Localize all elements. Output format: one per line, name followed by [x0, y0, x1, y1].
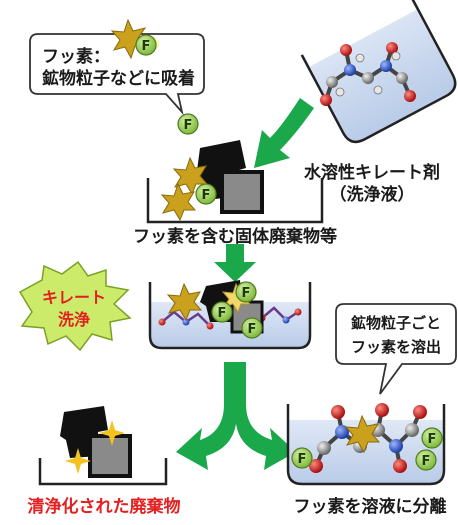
fluorine-marker-letter: F: [422, 454, 431, 469]
fluorine-marker-letter: F: [428, 432, 437, 447]
burst-label-line2: 洗浄: [58, 310, 90, 329]
waste-tray: [146, 178, 324, 224]
callout-adsorb-line2: 鉱物粒子などに吸着: [42, 68, 195, 89]
gold-star-icon: [166, 282, 203, 322]
fluorine-marker-icon: [291, 447, 313, 469]
chelating-agent-label: 水溶性キレート剤: [304, 162, 440, 183]
down-arrow: [214, 244, 256, 282]
solid-waste-label: フッ素を含む固体廃棄物等: [133, 226, 337, 247]
sparkle-icon: [99, 420, 125, 446]
fluorine-marker-icon: [235, 281, 257, 303]
cleaned-tray: [38, 458, 168, 486]
fluorine-marker-icon: [177, 113, 199, 135]
fluorine-marker-icon: [421, 427, 443, 449]
fluorine-marker-letter: F: [248, 322, 257, 337]
separation-label: フッ素を溶液に分離: [294, 496, 447, 517]
fluorine-marker-letter: F: [298, 452, 307, 467]
fluorine-marker-letter: F: [202, 188, 211, 203]
pour-arrow: [254, 98, 314, 168]
sparkle-icon: [65, 448, 91, 474]
mineral-particle-grey: [220, 170, 264, 214]
callout-dissolve-line2: フッ素を溶出: [351, 338, 441, 356]
fluorine-marker-letter: F: [242, 286, 251, 301]
fluorine-marker-icon: [241, 317, 263, 339]
fluorine-marker-icon: [415, 449, 437, 471]
fluorine-marker-letter: F: [184, 118, 193, 133]
chelate-washing-burst: [18, 260, 132, 352]
washing-beaker: [150, 302, 310, 348]
dissolve-callout: [335, 303, 457, 395]
gold-star-icon: [110, 18, 149, 60]
fluorine-marker-icon: [195, 183, 217, 205]
adsorb-callout: [29, 33, 205, 116]
wash-solution-label: （洗浄液）: [330, 184, 415, 205]
gold-star-icon: [344, 414, 381, 454]
fluorine-marker-icon: [135, 34, 157, 56]
callout-adsorb-line1: フッ素：: [42, 47, 110, 67]
fluorine-marker-letter: F: [142, 39, 151, 54]
mineral-particle-grey: [88, 434, 132, 478]
split-arrow: [176, 362, 296, 470]
solution-beaker: [286, 404, 446, 486]
fluorine-marker-icon: [211, 301, 233, 323]
callout-dissolve-line1: 鉱物粒子ごと: [351, 314, 441, 332]
chelate-molecule: [158, 306, 302, 330]
chelate-molecule: [320, 42, 416, 106]
fluorine-marker-letter: F: [218, 306, 227, 321]
gold-star-icon: [160, 182, 197, 222]
cleaned-waste-label: 清浄化された廃棄物: [28, 496, 181, 517]
burst-label-line1: キレート: [42, 288, 106, 307]
chelating-agent-beaker: [300, 0, 457, 144]
